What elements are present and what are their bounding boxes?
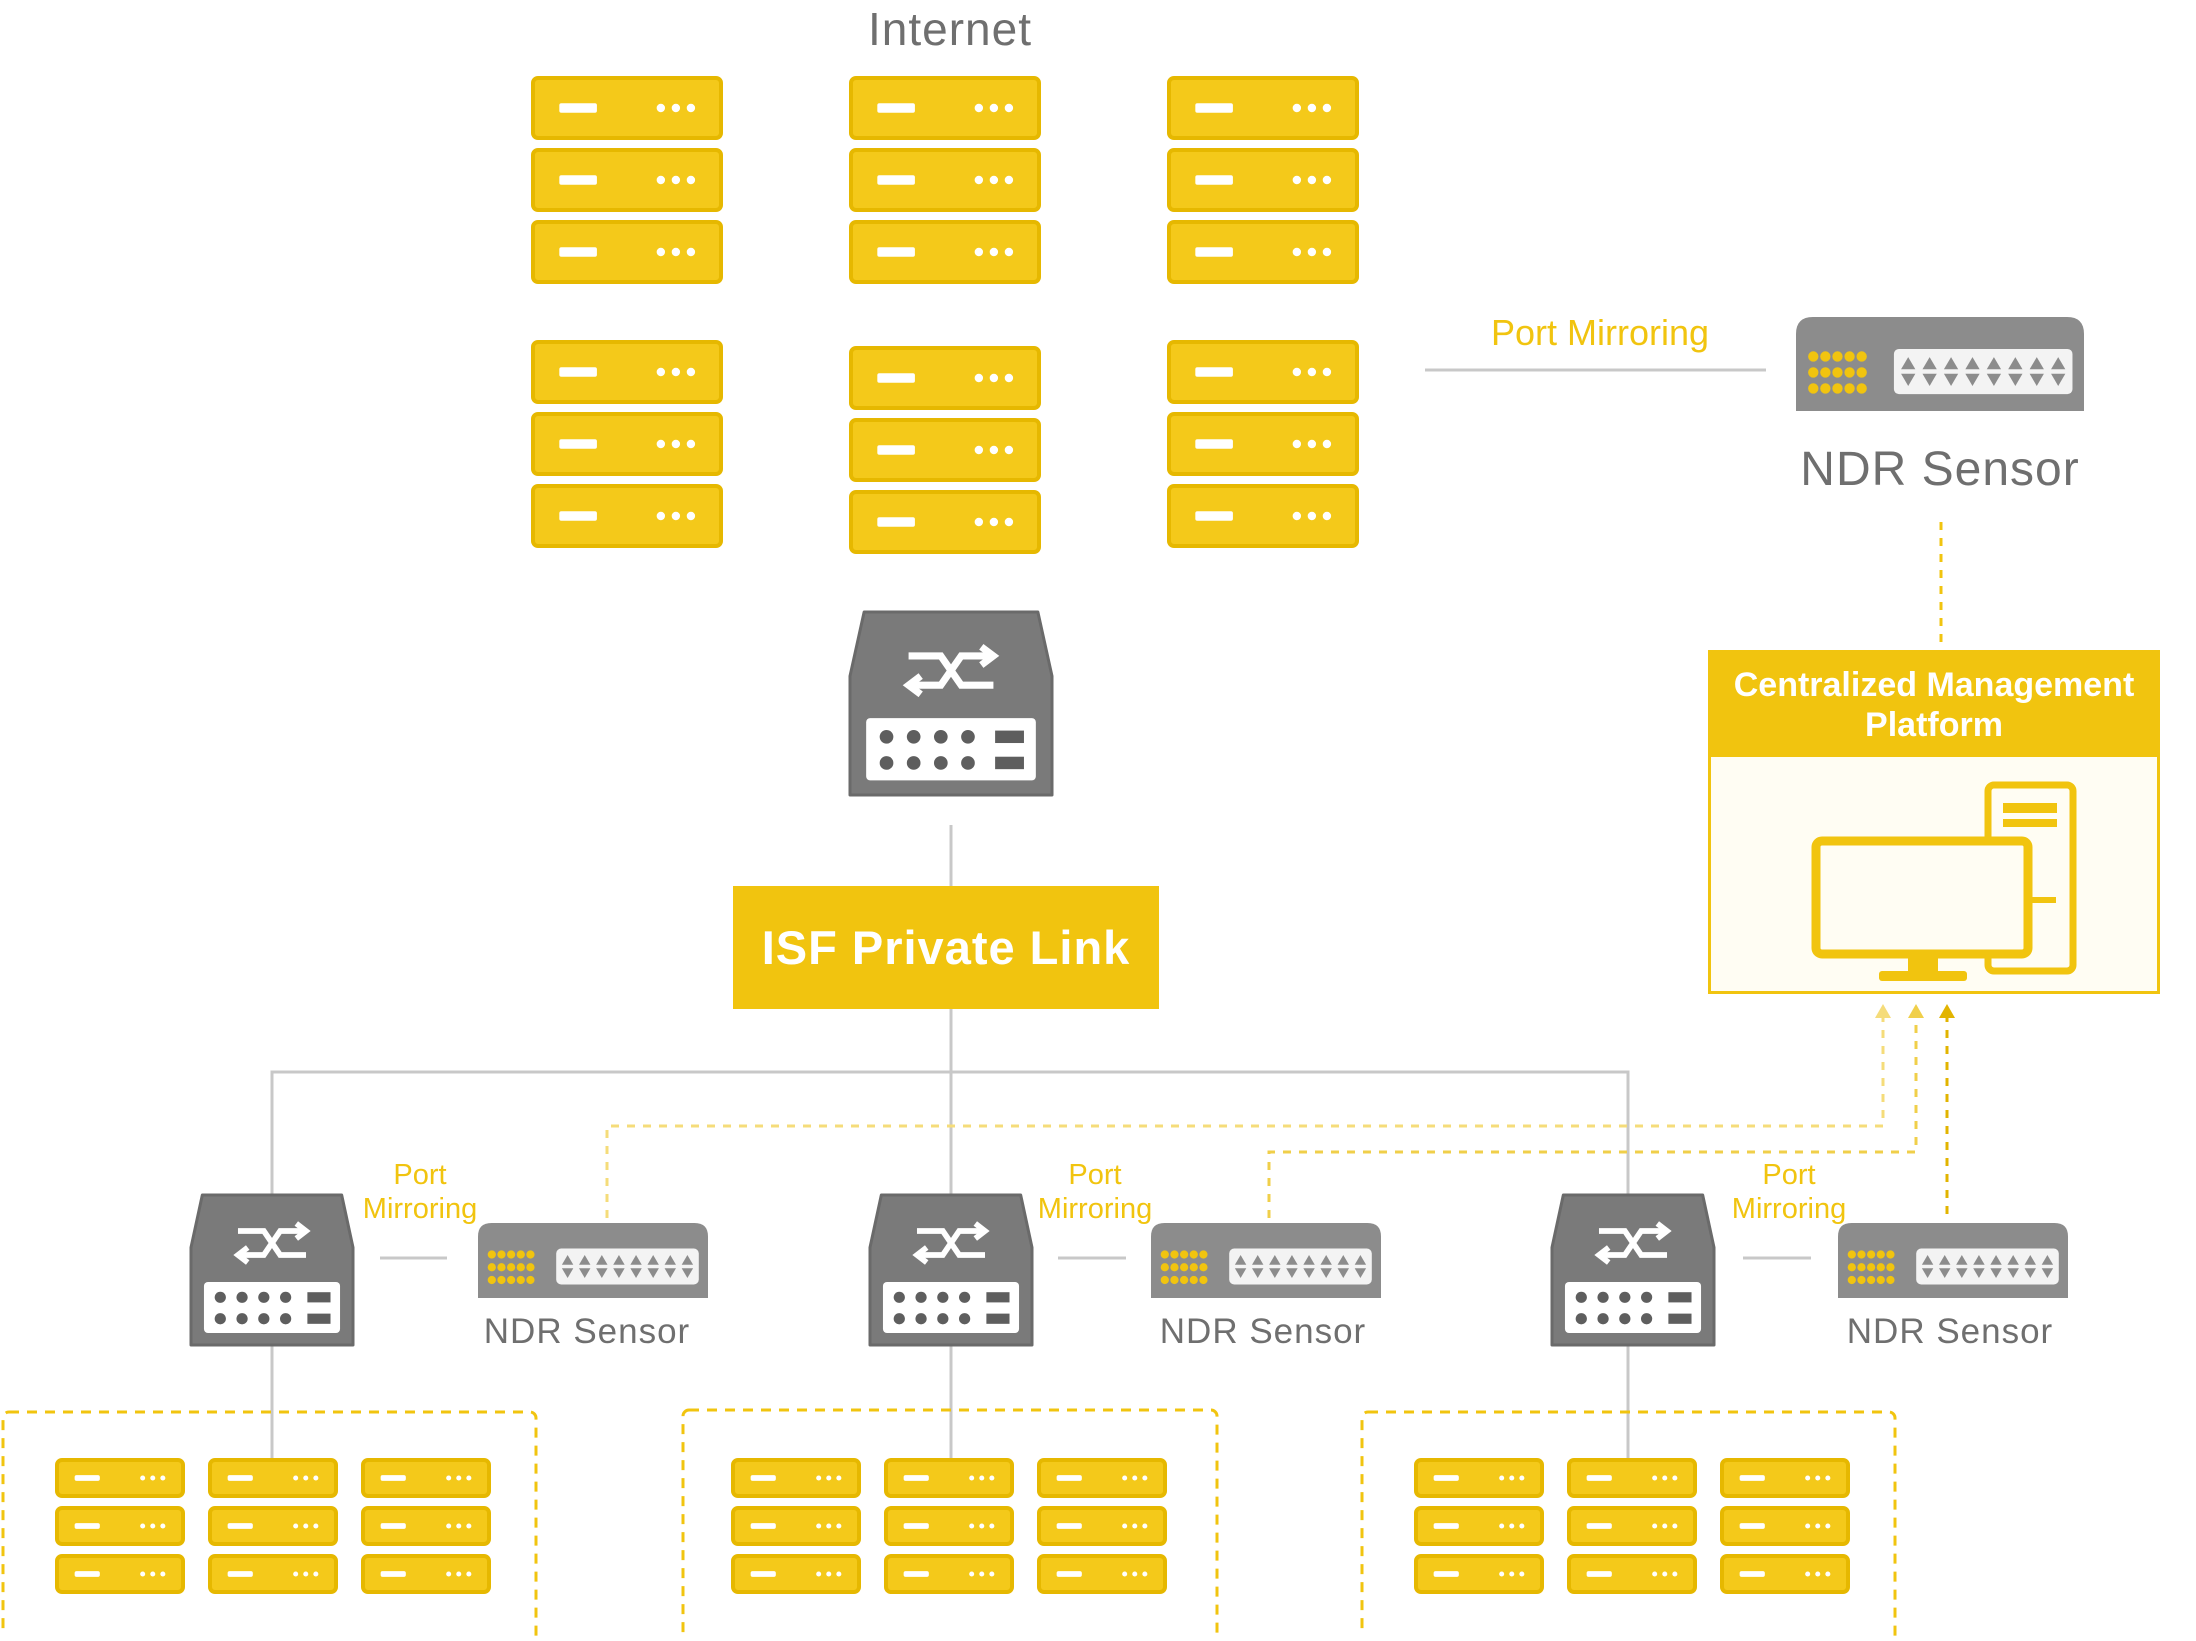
internet-server-stack-top-1 (531, 76, 723, 284)
connectors (1, 368, 1955, 1641)
ndr-sensor-icon-2 (1151, 1223, 1381, 1298)
ndr-sensor-icon-1 (478, 1223, 708, 1298)
port-mirroring-label-3: Port Mirroring (1731, 1159, 1847, 1225)
ndr-sensor-label-top: NDR Sensor (1800, 443, 2080, 496)
ndr-sensor-icon-top (1796, 317, 2084, 411)
branch-1-server-stack-3 (361, 1458, 491, 1594)
internet-server-stack-top-2 (849, 76, 1041, 284)
cmp-header: Centralized Management Platform (1711, 653, 2157, 757)
branch-1-server-stack-1 (55, 1458, 185, 1594)
computer-icon (1811, 781, 2077, 981)
branch-2-server-stack-2 (884, 1458, 1014, 1594)
link-ndr1-to-cmp (605, 1012, 1885, 1218)
internet-label: Internet (868, 3, 1032, 55)
internet-server-stack-mid-2 (849, 346, 1041, 554)
port-mirroring-label-1: Port Mirroring (362, 1159, 478, 1225)
branch-switch-icon-1 (189, 1193, 355, 1347)
server-group-1 (1, 1410, 538, 1641)
cmp-title: Centralized Management Platform (1733, 666, 2135, 744)
branch-2-server-stack-3 (1037, 1458, 1167, 1594)
arrow-up-icon (1939, 1004, 1955, 1018)
arrow-up-icon (1908, 1004, 1924, 1018)
branch-switch-icon-2 (868, 1193, 1034, 1347)
branch-3-server-stack-1 (1414, 1458, 1544, 1594)
ndr-sensor-icon-3 (1838, 1223, 2068, 1298)
port-mirroring-label-2: Port Mirroring (1037, 1159, 1153, 1225)
core-router-icon (848, 610, 1054, 797)
centralized-management-platform: Centralized Management Platform (1708, 650, 2160, 994)
ndr-sensor-label-2: NDR Sensor (1159, 1312, 1367, 1351)
internet-server-stack-mid-3 (1167, 340, 1359, 548)
isf-private-link-label: ISF Private Link (761, 921, 1131, 974)
link-distribution-bus (270, 1070, 1630, 1250)
branch-1-server-stack-2 (208, 1458, 338, 1594)
server-group-3 (1360, 1410, 1897, 1641)
branch-3-server-stack-2 (1567, 1458, 1697, 1594)
port-mirroring-label-top: Port Mirroring (1490, 312, 1710, 353)
server-group-2 (681, 1408, 1219, 1641)
branch-3-server-stack-3 (1720, 1458, 1850, 1594)
branch-switch-icon-3 (1550, 1193, 1716, 1347)
internet-server-stack-top-3 (1167, 76, 1359, 284)
ndr-sensor-label-1: NDR Sensor (483, 1312, 691, 1351)
ndr-sensor-label-3: NDR Sensor (1846, 1312, 2054, 1351)
devices (55, 76, 2084, 1594)
arrow-up-icon (1875, 1004, 1891, 1018)
branch-2-server-stack-1 (731, 1458, 861, 1594)
internet-server-stack-mid-1 (531, 340, 723, 548)
isf-private-link-box: ISF Private Link (733, 886, 1159, 1009)
link-ndr2-to-cmp (1267, 1012, 1918, 1218)
